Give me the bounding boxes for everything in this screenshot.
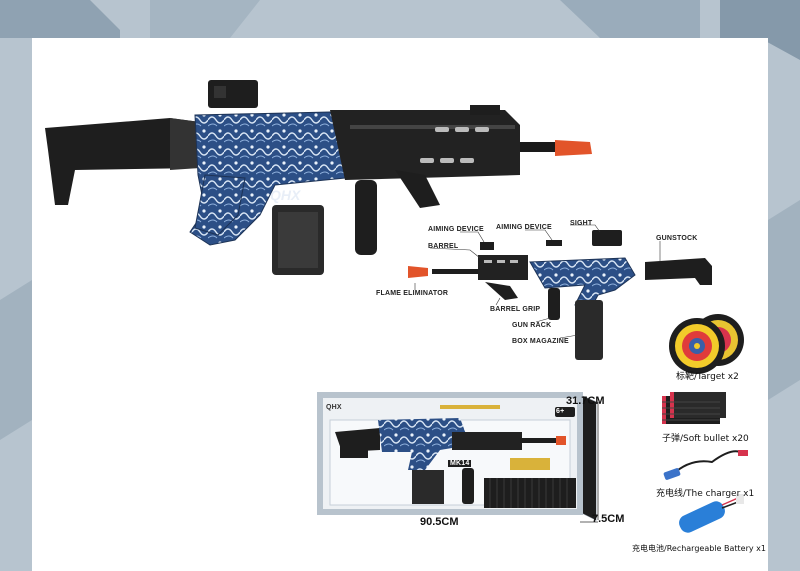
label-gunstock: GUNSTOCK <box>656 235 698 242</box>
label-barrel-grip: BARREL GRIP <box>490 306 541 313</box>
label-battery: 充电电池/Rechargeable Battery x1 <box>632 544 766 553</box>
label-aiming-device-2: AIMING DEVICE <box>496 224 552 231</box>
svg-text:QHX: QHX <box>270 187 302 203</box>
soft-bullets-shape <box>662 392 726 424</box>
label-flame-eliminator: FLAME ELIMINATOR <box>376 290 449 297</box>
label-gun-rack: GUN RACK <box>512 322 552 329</box>
charger-shape <box>663 450 748 480</box>
target-shape <box>669 314 744 374</box>
box-model: MK14 <box>448 460 472 467</box>
handguard-shape <box>330 110 520 180</box>
label-soft-bullet: 子弹/Soft bullet x20 <box>662 434 749 444</box>
product-box <box>317 392 597 521</box>
gunstock-shape <box>45 118 200 205</box>
main-blaster: QHX <box>45 80 592 275</box>
label-aiming-device-1: AIMING DEVICE <box>428 226 484 233</box>
label-charger: 充电线/The charger x1 <box>656 489 755 499</box>
dimension-width: 90.5CM <box>420 516 459 528</box>
label-barrel: BARREL <box>428 243 459 250</box>
dimension-height: 31.7CM <box>566 395 605 407</box>
box-age-badge: 6+ <box>556 408 565 415</box>
box-brand: QHX <box>326 404 342 411</box>
label-sight: SIGHT <box>570 220 593 227</box>
label-target: 标靶/Target x2 <box>676 372 739 382</box>
dimension-lines <box>580 402 599 523</box>
label-box-magazine: BOX MAGAZINE <box>512 338 569 345</box>
exploded-parts <box>408 224 712 360</box>
muzzle-shape <box>555 140 592 156</box>
battery-shape <box>679 494 744 533</box>
dimension-depth: 7.5CM <box>592 513 625 525</box>
accessories-illustration <box>662 314 748 533</box>
